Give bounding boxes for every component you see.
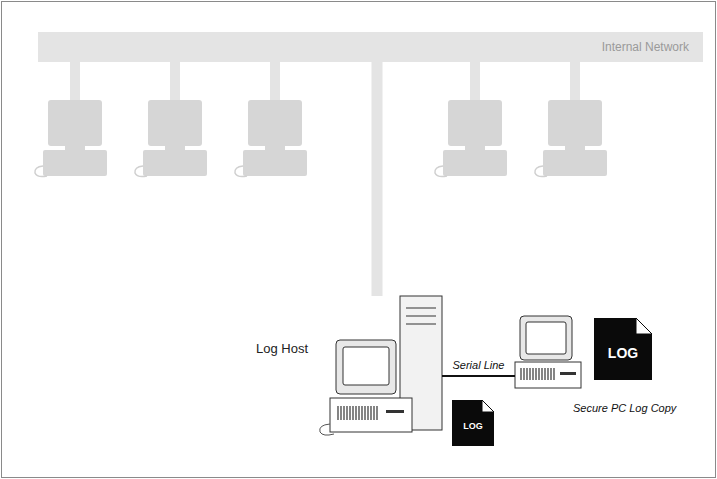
band-label: Internal Network bbox=[602, 40, 689, 54]
pc-label: Secure PC Log Copy bbox=[573, 402, 676, 414]
monitor-shape bbox=[248, 100, 302, 146]
cable-curl bbox=[320, 424, 334, 435]
network-band: Internal Network bbox=[38, 32, 703, 62]
document-label: LOG bbox=[452, 400, 494, 446]
network-drop bbox=[570, 61, 580, 102]
serial-line bbox=[442, 375, 515, 377]
cable-curl bbox=[535, 166, 547, 177]
monitor-shape bbox=[148, 100, 202, 146]
base-unit bbox=[543, 150, 607, 176]
drive-slot bbox=[406, 308, 436, 309]
cable-curl bbox=[35, 166, 47, 177]
base-unit bbox=[43, 150, 107, 176]
workstation-icon bbox=[235, 61, 307, 177]
folded-corner bbox=[482, 400, 494, 412]
log-document: LOG bbox=[594, 318, 652, 380]
base-unit bbox=[515, 362, 581, 388]
log-host: Log Host bbox=[330, 296, 442, 432]
network-drop bbox=[470, 61, 480, 102]
monitor-shape bbox=[48, 100, 102, 146]
drive-slot bbox=[560, 372, 576, 375]
network-drop bbox=[270, 61, 280, 102]
host-label: Log Host bbox=[256, 341, 308, 356]
secure-pc-computer bbox=[515, 316, 581, 388]
folded-corner bbox=[636, 318, 652, 334]
drive-slot bbox=[386, 410, 404, 413]
monitor-shape bbox=[520, 316, 572, 360]
workstation-icon bbox=[135, 61, 207, 177]
workstation-icon bbox=[435, 61, 507, 177]
network-drop bbox=[70, 61, 80, 102]
base-unit bbox=[443, 150, 507, 176]
monitor-shape bbox=[448, 100, 502, 146]
workstation-icon bbox=[35, 61, 107, 177]
document-body bbox=[452, 400, 494, 446]
vent-lines bbox=[338, 406, 377, 420]
edge-label: Serial Line bbox=[453, 359, 505, 371]
vent-lines bbox=[521, 368, 554, 380]
base-unit bbox=[243, 150, 307, 176]
cable-curl bbox=[135, 166, 147, 177]
network-drop bbox=[372, 62, 383, 296]
network-drop bbox=[170, 61, 180, 102]
log-host-computer bbox=[320, 296, 442, 435]
monitor-shape bbox=[548, 100, 602, 146]
monitor-screen bbox=[343, 347, 389, 385]
secure-pc: Secure PC Log Copy bbox=[515, 316, 581, 388]
log-document: LOG bbox=[452, 400, 494, 446]
monitor-shape bbox=[336, 340, 396, 394]
base-unit bbox=[143, 150, 207, 176]
monitor-screen bbox=[526, 322, 566, 354]
drive-slot bbox=[406, 324, 436, 325]
document-label: LOG bbox=[594, 318, 652, 380]
workstation-icon bbox=[535, 61, 607, 177]
cable-curl bbox=[435, 166, 447, 177]
document-body bbox=[594, 318, 652, 380]
cable-curl bbox=[235, 166, 247, 177]
base-unit bbox=[330, 398, 412, 432]
drive-slot bbox=[406, 316, 436, 317]
